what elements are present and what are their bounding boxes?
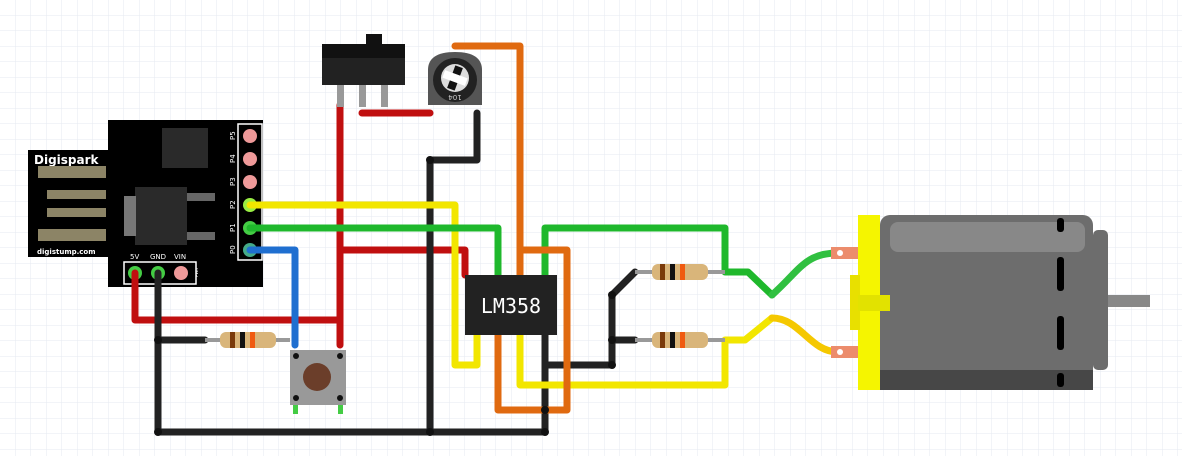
dc-motor[interactable] [831,215,1150,390]
motor-terminal-1 [831,247,858,259]
pin-label-5v: 5V [130,253,139,261]
wire-yellow-motor[interactable] [516,314,776,389]
resistor-2[interactable] [635,264,725,280]
wire-p2[interactable] [246,201,481,369]
wire-5v[interactable] [131,269,344,324]
digispark-board: Digispark digistump.com P5 P4 P3 P2 P1 P… [28,120,263,287]
slide-switch[interactable] [322,34,405,107]
wires [131,42,842,436]
pin-header-right [237,123,263,261]
lm358-chip[interactable]: LM358 [465,275,557,335]
pin-label-p0: P0 [229,245,237,254]
wire-black-r1[interactable] [541,268,639,369]
pin-label-p3: P3 [229,177,237,186]
junctions [154,156,616,436]
board-url: digistump.com [37,248,96,256]
pot-code: 104 [448,93,462,101]
attiny-chip [162,128,208,168]
resistor-3[interactable] [635,332,725,348]
resistor-1[interactable] [205,332,290,348]
wire-orange-loop[interactable] [494,246,571,414]
potentiometer[interactable]: 104 [428,52,482,105]
wire-green-motor[interactable] [541,224,776,299]
wire-pot-chip[interactable] [451,42,524,279]
pin-label-p2: P2 [229,200,237,209]
wire-red-chip[interactable] [336,246,469,279]
wire-p0[interactable] [246,246,299,349]
push-button[interactable] [290,350,346,414]
pin-label-gnd: GND [150,253,166,261]
motor-terminal-2 [831,346,858,358]
pin-label-vin: VIN [174,253,186,261]
pin-label-p5: P5 [229,131,237,140]
pin-label-p1: P1 [229,223,237,232]
chip-label: LM358 [481,294,541,318]
motor-lead-yellow [768,314,842,356]
board-name: Digispark [34,153,100,167]
regulator [135,187,187,245]
wire-p1[interactable] [246,224,502,279]
motor-lead-green [768,249,842,299]
pin-label-p4: P4 [229,154,237,163]
wire-pot-gnd[interactable] [426,109,481,436]
